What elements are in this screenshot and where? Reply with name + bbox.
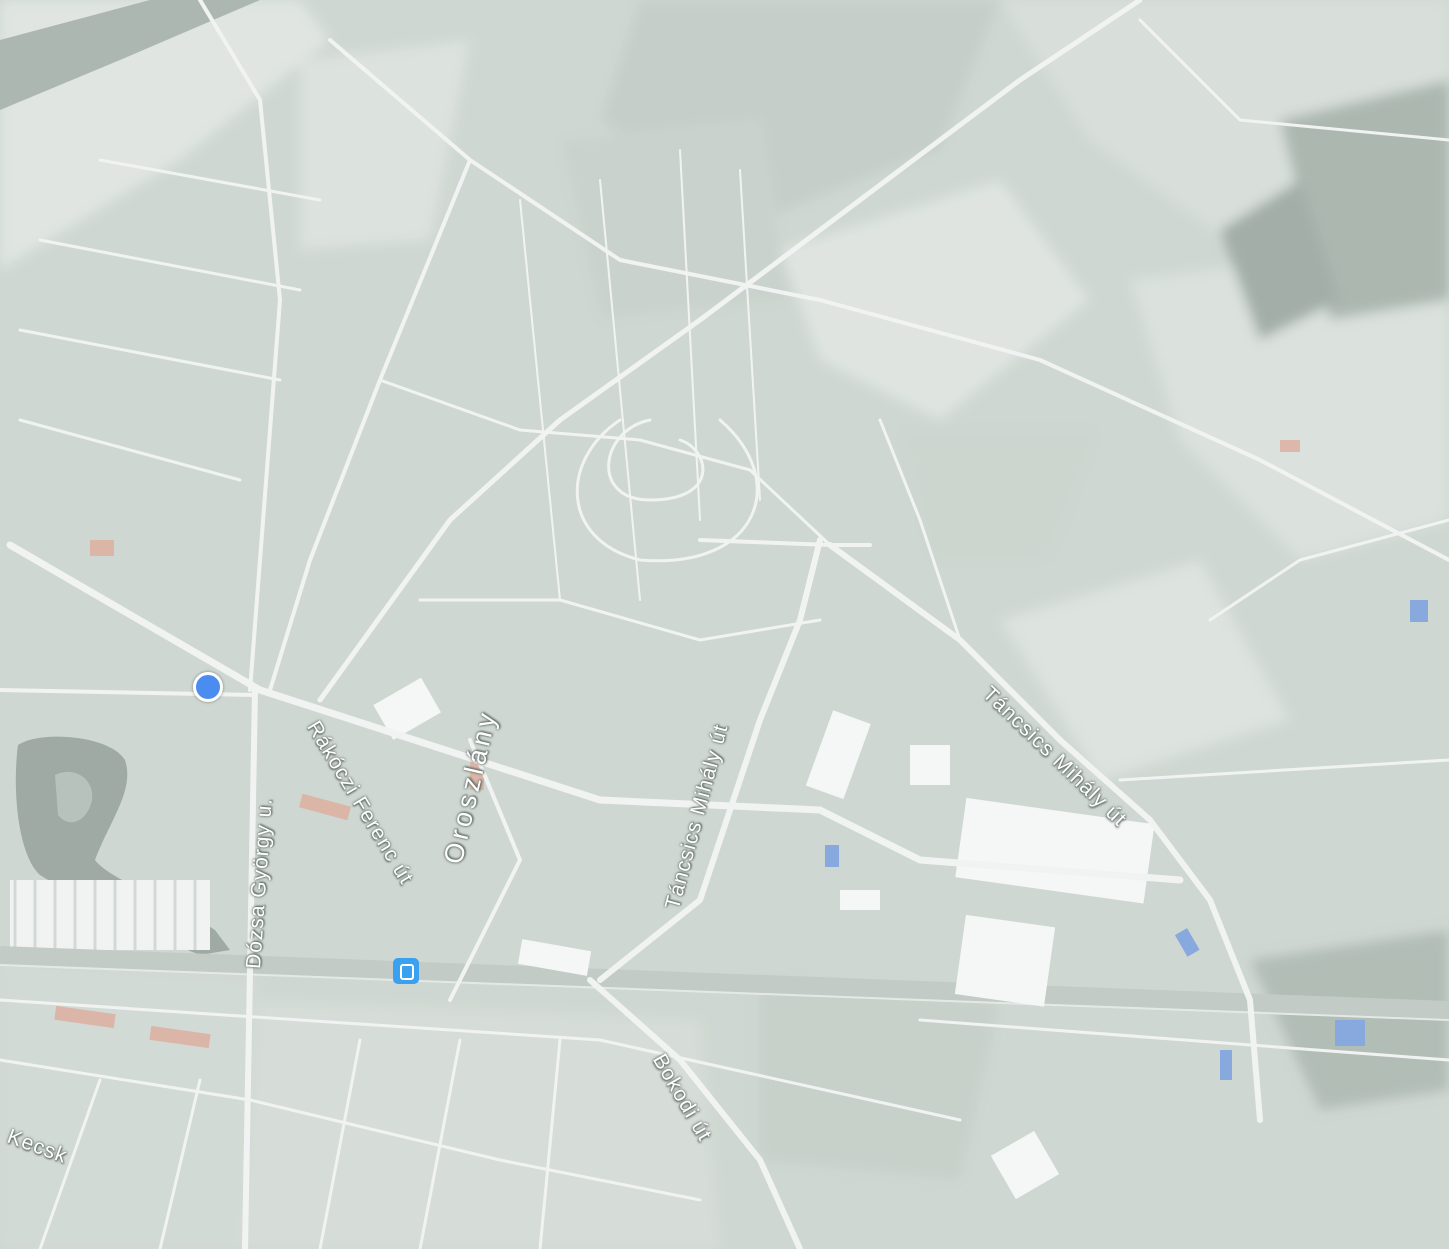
- current-location-icon[interactable]: [193, 672, 223, 702]
- rail-yard: [0, 880, 1449, 1021]
- red-roofs: [54, 440, 1300, 1049]
- train-station-icon[interactable]: [393, 958, 419, 984]
- blue-roofs: [825, 600, 1428, 1080]
- water: [0, 0, 260, 955]
